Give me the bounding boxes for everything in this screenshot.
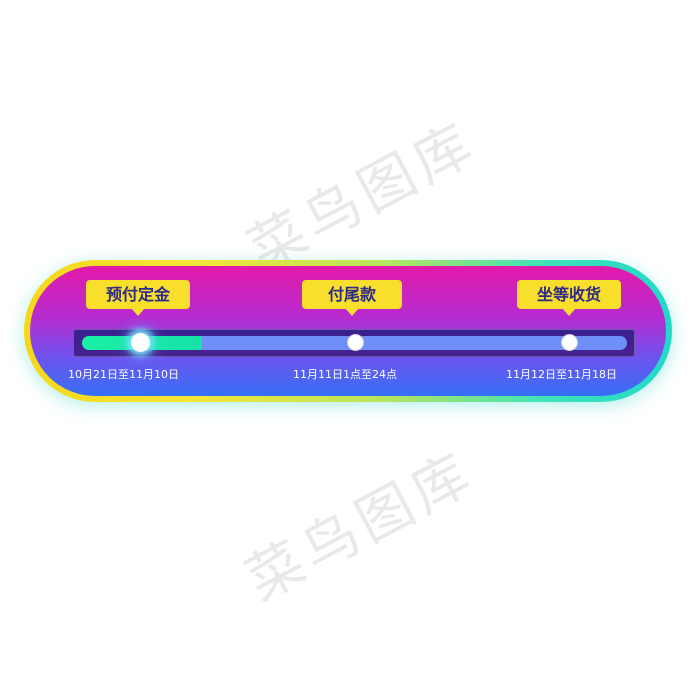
stage-marker-deposit[interactable] bbox=[131, 333, 150, 352]
stage-tag-label: 坐等收货 bbox=[536, 285, 601, 304]
stage-tag-final-payment[interactable]: 付尾款 bbox=[302, 280, 402, 316]
watermark-text: 菜鸟图库 bbox=[236, 440, 486, 614]
stage-date-deposit: 10月21日至11月10日 bbox=[68, 368, 179, 381]
stage-date-receive-goods: 11月12日至11月18日 bbox=[506, 368, 617, 381]
stage-tag-label: 付尾款 bbox=[327, 285, 376, 304]
stage-tag-deposit[interactable]: 预付定金 bbox=[86, 280, 190, 316]
watermark-text: 菜鸟图库 bbox=[238, 110, 488, 284]
stage-marker-final-payment[interactable] bbox=[347, 334, 364, 351]
stage-tag-receive-goods[interactable]: 坐等收货 bbox=[517, 280, 621, 316]
banner-body: 预付定金 付尾款 坐等收货 10月21日至11月10日 11月11日1点至24点… bbox=[30, 266, 666, 396]
presale-timeline-banner: 预付定金 付尾款 坐等收货 10月21日至11月10日 11月11日1点至24点… bbox=[24, 260, 672, 402]
progress-track-frame bbox=[73, 329, 635, 357]
stage-marker-receive-goods[interactable] bbox=[561, 334, 578, 351]
stage-date-final-payment: 11月11日1点至24点 bbox=[293, 368, 397, 381]
stage-tag-label: 预付定金 bbox=[105, 285, 170, 304]
